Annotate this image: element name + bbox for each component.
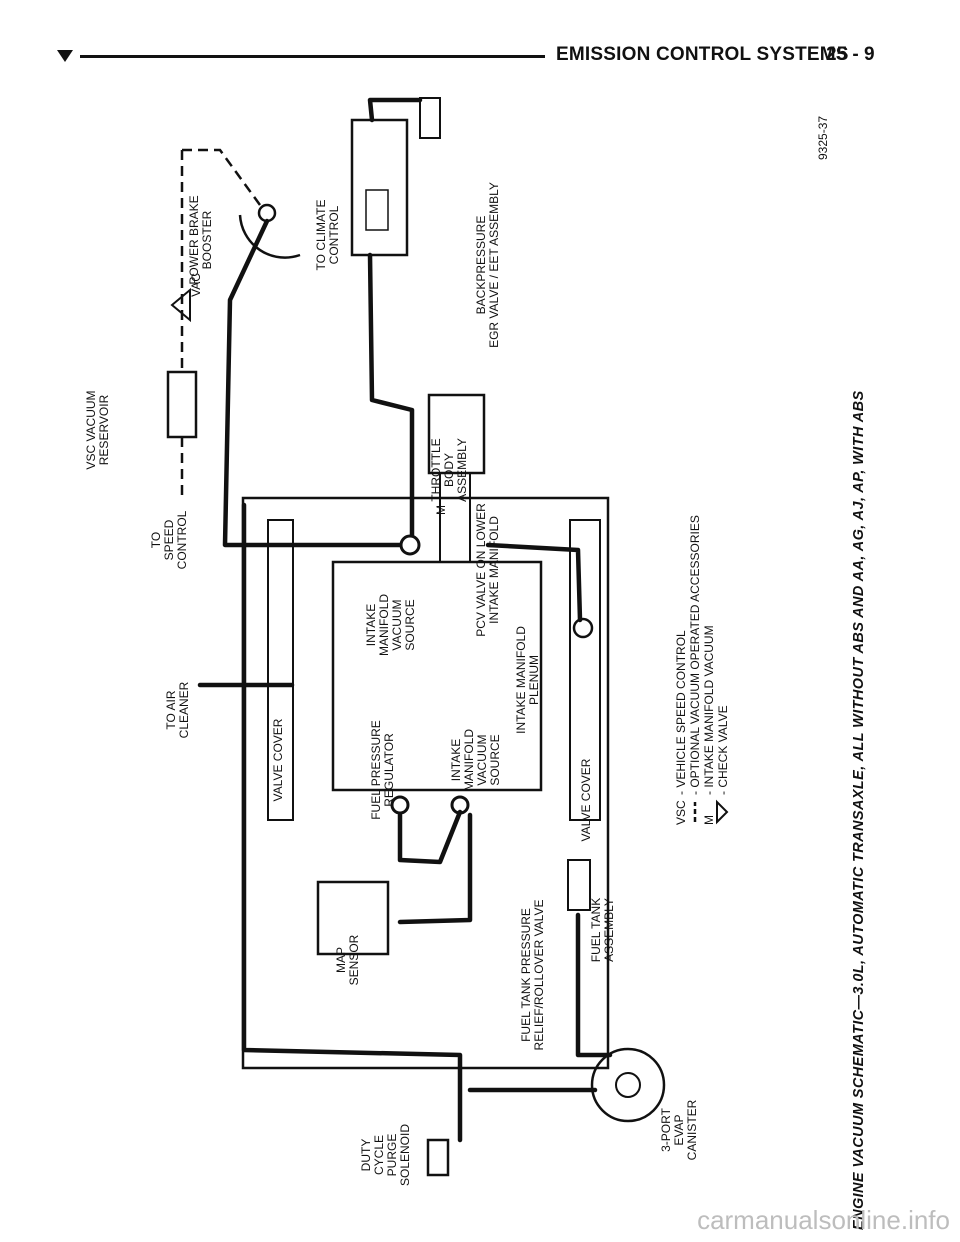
pcv-fitting — [399, 534, 421, 556]
watermark: carmanualsonline.info — [697, 1205, 950, 1235]
legend-symbol-m: M — [702, 815, 716, 825]
label-to-climate-control: TO CLIMATECONTROL — [314, 200, 341, 271]
section-title: EMISSION CONTROL SYSTEMS — [556, 44, 849, 65]
label-to-speed-control: TOSPEEDCONTROL — [149, 510, 189, 569]
label-purge-solenoid: DUTYCYCLEPURGESOLENOID — [359, 1124, 412, 1186]
header-rule — [80, 55, 545, 58]
valve-cover-outline — [241, 496, 610, 1070]
label-valve-cover-bottom: VALVE COVER — [579, 758, 593, 841]
label-map-sensor: MAPSENSOR — [334, 934, 361, 985]
intake-manifold-block — [331, 560, 543, 792]
label-intake-vacuum-2: INTAKEMANIFOLDVACUUMSOURCE — [449, 729, 502, 791]
label-to-air-cleaner: TO AIRCLEANER — [164, 681, 191, 738]
egr-valve-body — [350, 118, 409, 257]
figure-id: 9325-37 — [816, 116, 830, 160]
label-power-brake-booster: POWER BRAKEBOOSTER — [187, 195, 214, 284]
label-vsc-reservoir: VSC VACUUMRESERVOIR — [84, 390, 111, 469]
section-arrow-icon — [57, 50, 73, 62]
label-pcv-valve: PCV VALVE ON LOWERINTAKE MANIFOLD — [474, 503, 501, 637]
page-number: 25 - 9 — [826, 44, 875, 65]
hose-egr-feed — [367, 97, 423, 123]
label-vac: VAC — [189, 273, 203, 297]
plenum-port — [572, 617, 594, 639]
hose-brake-to-pcv — [222, 218, 403, 548]
label-fuel-tank-relief: FUEL TANK PRESSURERELIEF/ROLLOVER VALVE — [519, 900, 546, 1051]
vsc-reservoir-box — [166, 370, 198, 439]
power-brake-booster — [238, 214, 301, 259]
hose-canister-to-valve — [575, 912, 613, 1058]
purge-solenoid — [426, 1138, 450, 1177]
optional-line-booster — [182, 148, 262, 206]
legend-check-valve-icon — [716, 799, 729, 825]
throttle-body-neck — [439, 472, 471, 563]
hose-plenum — [485, 542, 583, 623]
legend-text: - CHECK VALVE — [716, 705, 730, 795]
label-egr-valve: BACKPRESSUREEGR VALVE / EET ASSEMBLY — [474, 182, 501, 348]
legend-text: - OPTIONAL VACUUM OPERATED ACCESSORIES — [688, 515, 702, 795]
label-intake-plenum: INTAKE MANIFOLDPLENUM — [514, 626, 541, 734]
label-valve-cover-top: VALVE COVER — [271, 718, 285, 801]
label-intake-vacuum-1: INTAKEMANIFOLDVACUUMSOURCE — [364, 594, 417, 656]
valve-cover-top-strip — [267, 519, 294, 821]
fuel-tank-relief-valve — [567, 859, 591, 911]
figure-caption: ENGINE VACUUM SCHEMATIC—3.0L, AUTOMATIC … — [851, 390, 867, 1230]
legend-text: - INTAKE MANIFOLD VACUUM — [702, 625, 716, 795]
valve-cover-bottom-strip — [569, 519, 601, 821]
label-throttle-body: THROTTLEBODYASSEMBLY — [429, 438, 469, 502]
label-fuel-tank-assembly: FUEL TANKASSEMBLY — [589, 898, 616, 962]
hose-map-loop — [397, 812, 473, 925]
hose-egr-to-throttle — [367, 252, 415, 538]
label-fuel-pressure-regulator: FUEL PRESSUREREGULATOR — [369, 720, 396, 820]
hose-purge-main — [241, 502, 463, 1143]
legend: VSC - VEHICLE SPEED CONTROL- OPTIONAL VAC… — [674, 515, 730, 825]
legend-symbol-vsc: VSC — [674, 800, 688, 825]
legend-text: - VEHICLE SPEED CONTROL — [674, 630, 688, 795]
label-m-marker: M — [434, 505, 448, 515]
evap-canister — [590, 1047, 666, 1123]
map-sensor-box — [316, 880, 390, 956]
page-header: EMISSION CONTROL SYSTEMS 25 - 9 — [0, 0, 960, 80]
label-evap-canister: 3-PORTEVAPCANISTER — [659, 1099, 699, 1160]
vac-check-valve-icon — [170, 287, 191, 323]
hose-regulator-map — [397, 809, 463, 865]
